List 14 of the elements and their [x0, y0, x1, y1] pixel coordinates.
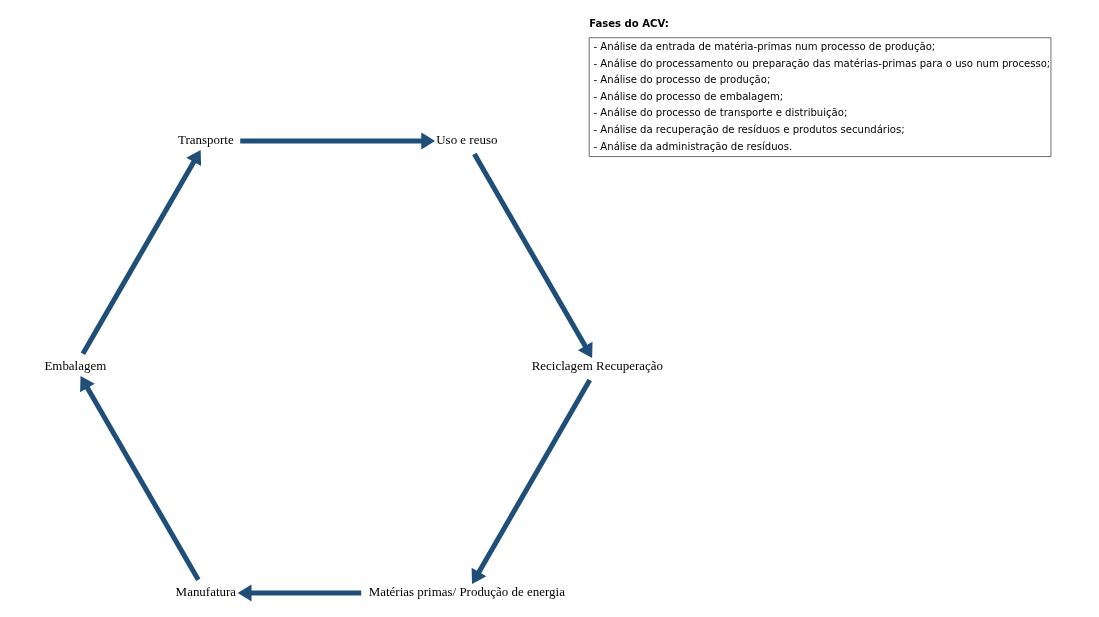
node-text: Matérias primas/ Produção de energia: [368, 584, 565, 600]
node-text: Uso e reuso: [435, 132, 497, 148]
node-text: Transporte: [177, 132, 234, 148]
node-text: Manufatura: [175, 584, 236, 600]
node-text: Reciclagem Recuperação: [531, 358, 663, 374]
arrow: [237, 584, 361, 602]
arrow: [239, 132, 435, 150]
arrow: [79, 375, 200, 582]
node-text: Embalagem: [43, 358, 106, 374]
arrow: [471, 152, 593, 358]
arrow: [471, 378, 592, 584]
node-box: - Análise da entrada de matéria-primas num processo de produção; - Análise do processamento ou preparação das matérias-primas para o uso num processo; - Análise do processo de produção; - Análise do processo de embalagem; - Análise do processo de transporte e distribuição; - Análise da recuperação de resíduos e produtos secundários; - Análise da administração de resíduos.: [588, 37, 1051, 157]
arrow: [80, 149, 201, 356]
node-label: Fases do ACV:: [588, 18, 669, 30]
